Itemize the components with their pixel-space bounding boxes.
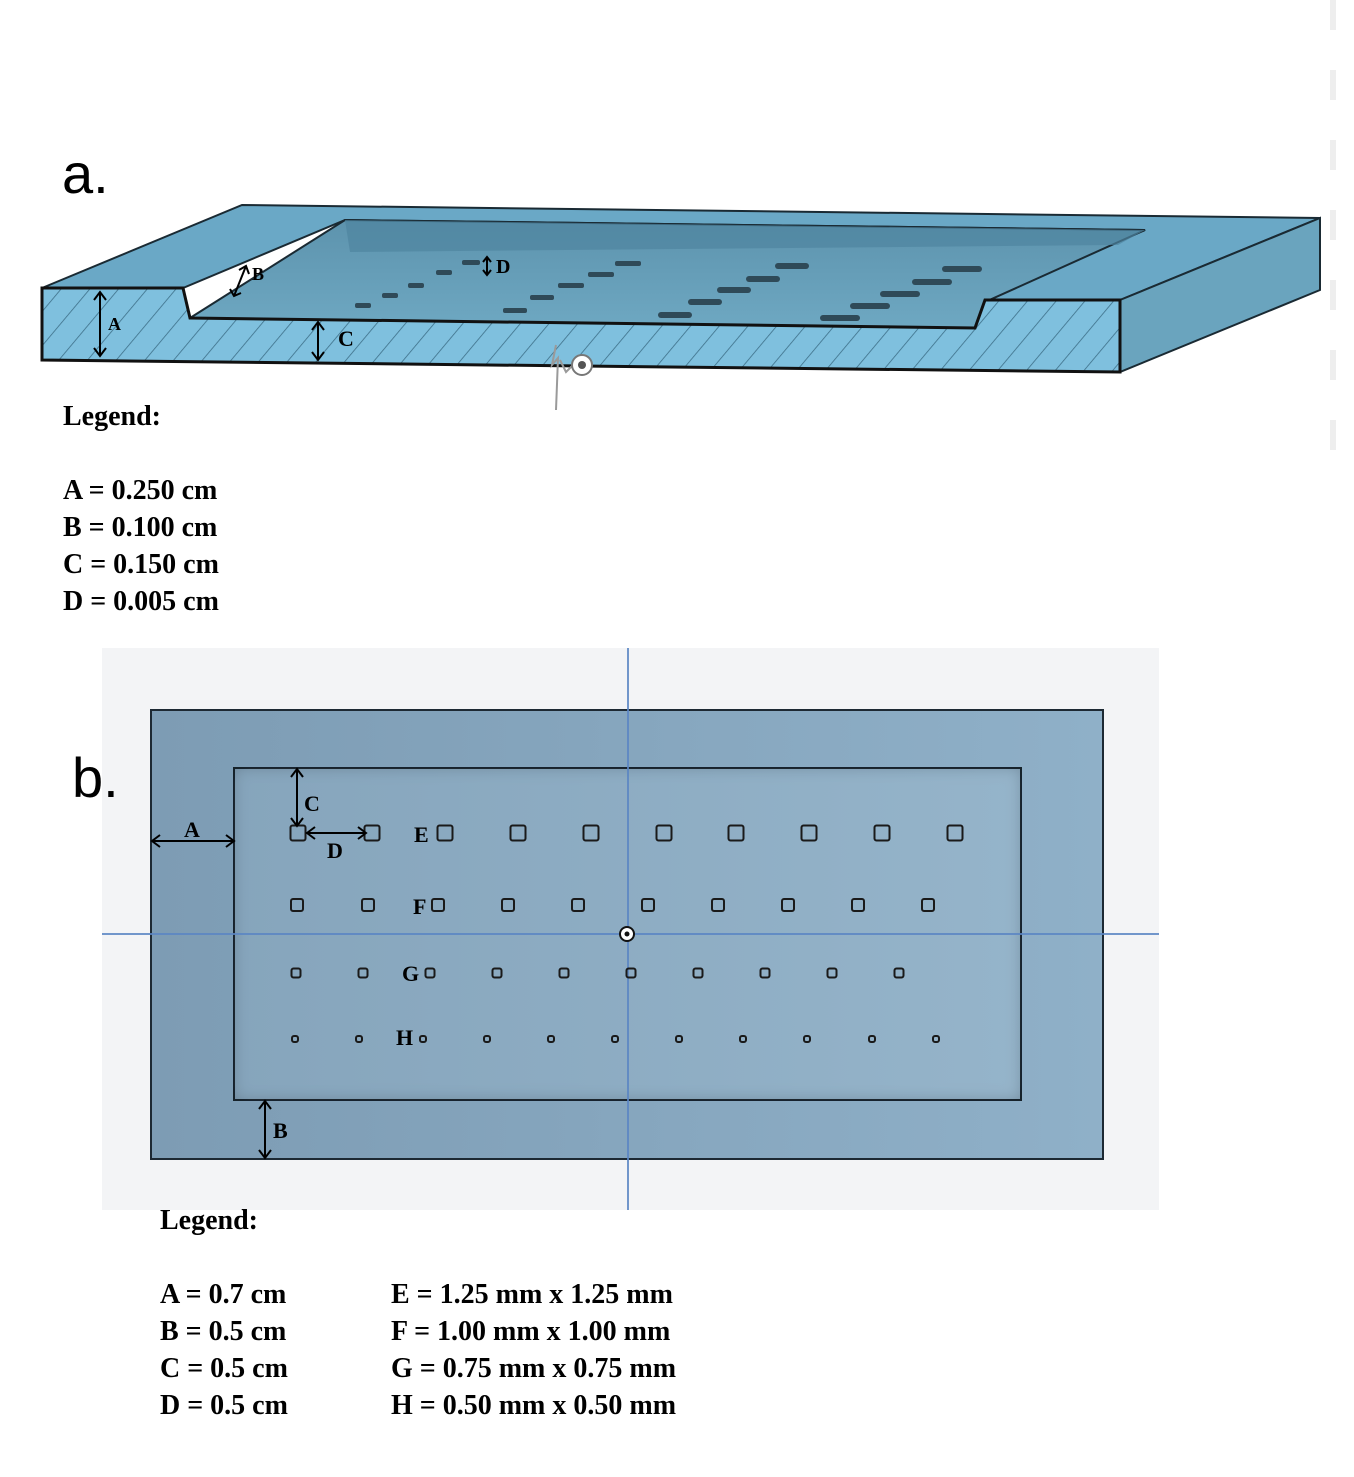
legend-item: E = 1.25 mm x 1.25 mm [391, 1279, 673, 1310]
square-feature [290, 898, 304, 912]
square-feature [868, 1035, 876, 1043]
square-feature [355, 1035, 363, 1043]
dim-a [93, 290, 107, 358]
dim-b-label: B [252, 264, 264, 284]
square-feature [483, 1035, 491, 1043]
square-feature [509, 824, 527, 842]
square-feature [800, 824, 818, 842]
page-edge-marks [1330, 0, 1336, 470]
square-feature [290, 967, 302, 979]
panel-a-label: a. [62, 142, 109, 205]
square-feature [431, 898, 445, 912]
legend-item: F = 1.00 mm x 1.00 mm [391, 1316, 671, 1347]
legend-item: A = 0.7 cm [160, 1279, 287, 1310]
dim-d-label: D [496, 256, 510, 278]
row-label-g: G [402, 961, 419, 986]
plan-dim-c-label: C [304, 791, 320, 816]
panel-b-legend: Legend: A = 0.7 cm B = 0.5 cm C = 0.5 cm… [160, 1202, 676, 1421]
square-feature [893, 967, 905, 979]
channel-slots [355, 260, 982, 321]
square-feature [611, 1035, 619, 1043]
square-feature [641, 898, 655, 912]
square-feature [625, 967, 637, 979]
dim-b [229, 264, 250, 298]
legend-title: Legend: [63, 401, 161, 432]
square-feature [655, 824, 673, 842]
square-feature [291, 1035, 299, 1043]
legend-item: B = 0.100 cm [63, 512, 218, 543]
square-feature [582, 824, 600, 842]
square-feature [357, 967, 369, 979]
square-feature [692, 967, 704, 979]
square-feature [419, 1035, 427, 1043]
square-feature [424, 967, 436, 979]
dim-c [311, 320, 325, 362]
square-feature [501, 898, 515, 912]
legend-title: Legend: [160, 1205, 258, 1236]
dim-c-label: C [338, 326, 354, 351]
legend-item: B = 0.5 cm [160, 1316, 287, 1347]
square-feature [851, 898, 865, 912]
square-feature [803, 1035, 811, 1043]
plan-dim-b [258, 1099, 272, 1160]
square-feature [675, 1035, 683, 1043]
square-feature [826, 967, 838, 979]
plan-dim-d [305, 826, 368, 840]
square-feature [932, 1035, 940, 1043]
square-feature [711, 898, 725, 912]
square-feature [571, 898, 585, 912]
square-feature [873, 824, 891, 842]
dim-d [482, 255, 492, 277]
legend-item: G = 0.75 mm x 0.75 mm [391, 1353, 677, 1384]
square-feature [946, 824, 964, 842]
square-grid [289, 824, 964, 1043]
square-feature [739, 1035, 747, 1043]
legend-item: D = 0.5 cm [160, 1390, 288, 1421]
square-feature [547, 1035, 555, 1043]
mold-cross-section [40, 286, 1122, 374]
square-feature [436, 824, 454, 842]
panel-a-legend: Legend: A = 0.250 cm B = 0.100 cm C = 0.… [63, 398, 219, 620]
panel-b-plan-view: E F G H A C D B [102, 648, 1159, 1210]
plan-dim-a [150, 834, 236, 848]
square-feature [558, 967, 570, 979]
row-label-f: F [413, 894, 426, 919]
legend-item: C = 0.5 cm [160, 1353, 288, 1384]
origin-gizmo-icon [550, 344, 593, 411]
legend-item: C = 0.150 cm [63, 549, 219, 580]
plan-dim-c [290, 767, 304, 828]
square-feature [759, 967, 771, 979]
row-label-h: H [396, 1025, 413, 1050]
legend-item: H = 0.50 mm x 0.50 mm [391, 1390, 677, 1421]
panel-a-mold-section: A B C D [40, 203, 1321, 411]
square-feature [781, 898, 795, 912]
origin-marker-icon [619, 926, 635, 942]
legend-item: A = 0.250 cm [63, 475, 218, 506]
plan-dim-d-label: D [327, 838, 343, 863]
dim-a-label: A [108, 314, 121, 334]
square-feature [491, 967, 503, 979]
row-label-e: E [414, 822, 429, 847]
panel-b-label: b. [72, 746, 119, 809]
plan-dim-b-label: B [273, 1118, 288, 1143]
square-feature [361, 898, 375, 912]
square-feature [727, 824, 745, 842]
plan-dim-a-label: A [184, 817, 200, 842]
square-feature [921, 898, 935, 912]
legend-item: D = 0.005 cm [63, 586, 219, 617]
